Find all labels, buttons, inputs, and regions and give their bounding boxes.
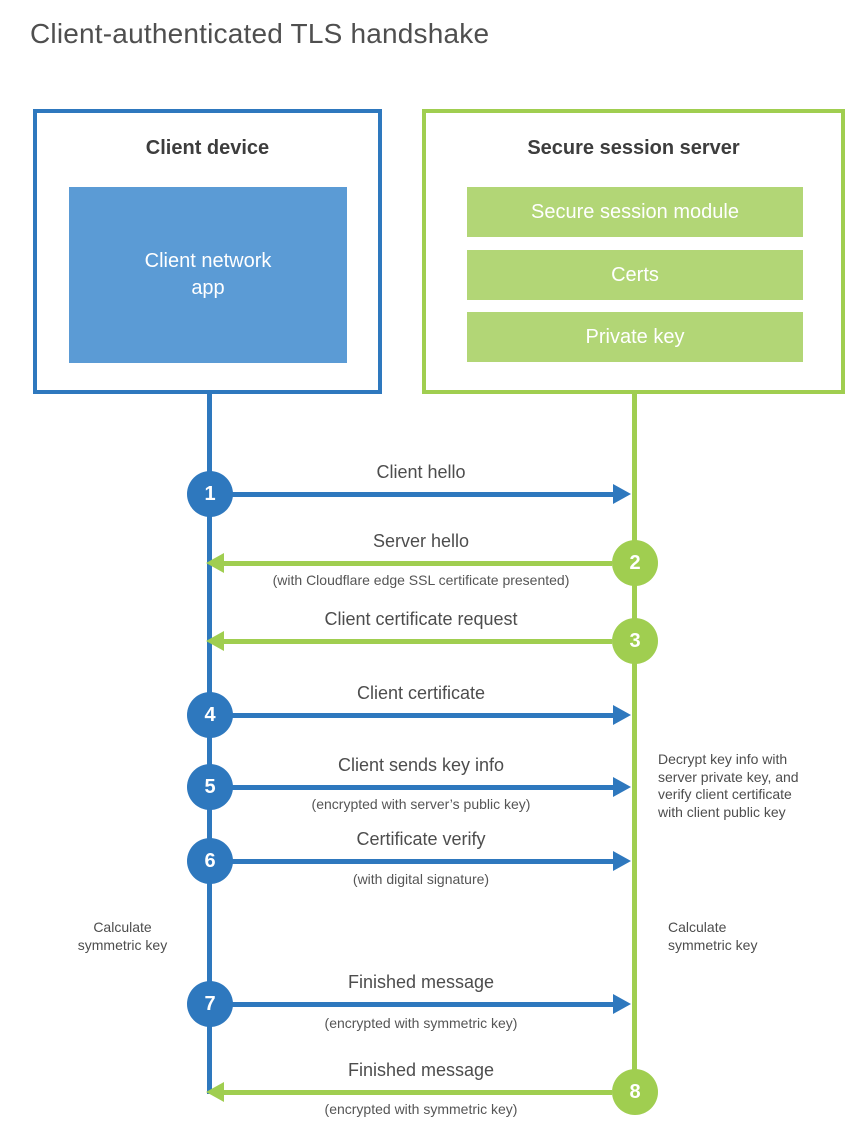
calculate-symmetric-key-note-left: Calculate symmetric key: [77, 919, 168, 953]
client-network-app-label: Client network app: [144, 250, 272, 299]
client-device-title: Client device: [145, 137, 270, 159]
arrowhead-right-icon: [613, 994, 631, 1014]
step-circle-3: 3: [612, 618, 658, 664]
private-key-bar: Private key: [467, 312, 803, 362]
step-circle-5: 5: [187, 764, 233, 810]
secure-session-server-box: Secure session server Secure session mod…: [422, 109, 845, 394]
message-1-arrow-line: [232, 492, 613, 497]
step-circle-2: 2: [612, 540, 658, 586]
client-network-app-box: Client network app: [69, 187, 347, 363]
message-7-sublabel: (encrypted with symmetric key): [324, 1015, 518, 1031]
secure-session-module-label: Secure session module: [531, 200, 739, 223]
message-7-label: Finished message: [347, 972, 495, 992]
message-8-label: Finished message: [347, 1060, 495, 1080]
message-2-sublabel: (with Cloudflare edge SSL certificate pr…: [272, 572, 570, 588]
step-circle-1: 1: [187, 471, 233, 517]
message-4-label: Client certificate: [356, 683, 486, 703]
arrowhead-left-icon: [206, 1082, 224, 1102]
certs-bar: Certs: [467, 250, 803, 300]
message-8-sublabel: (encrypted with symmetric key): [324, 1101, 518, 1117]
arrowhead-right-icon: [613, 851, 631, 871]
step-circle-6: 6: [187, 838, 233, 884]
message-4-arrow-line: [232, 713, 613, 718]
message-1-label: Client hello: [376, 462, 466, 482]
decrypt-note: Decrypt key info with server private key…: [658, 751, 799, 820]
arrowhead-right-icon: [613, 484, 631, 504]
client-lifeline: [207, 392, 212, 1094]
message-7-arrow-line: [232, 1002, 613, 1007]
message-6-label: Certificate verify: [356, 829, 486, 849]
message-2-arrow-line: [224, 561, 612, 566]
arrowhead-left-icon: [206, 553, 224, 573]
private-key-label: Private key: [585, 325, 685, 348]
server-lifeline: [632, 392, 637, 1094]
message-5-label: Client sends key info: [337, 755, 505, 775]
message-3-label: Client certificate request: [324, 609, 518, 629]
arrowhead-right-icon: [613, 705, 631, 725]
calculate-symmetric-key-note-right: Calculate symmetric key: [668, 919, 758, 953]
message-6-sublabel: (with digital signature): [352, 871, 490, 887]
message-5-arrow-line: [232, 785, 613, 790]
message-2-label: Server hello: [372, 531, 470, 551]
message-8-arrow-line: [224, 1090, 612, 1095]
arrowhead-left-icon: [206, 631, 224, 651]
message-6-arrow-line: [232, 859, 613, 864]
arrowhead-right-icon: [613, 777, 631, 797]
secure-session-server-title: Secure session server: [527, 137, 740, 159]
message-5-sublabel: (encrypted with server’s public key): [311, 796, 531, 812]
page-title: Client-authenticated TLS handshake: [30, 18, 490, 49]
certs-label: Certs: [611, 263, 659, 286]
secure-session-module-bar: Secure session module: [467, 187, 803, 237]
step-circle-4: 4: [187, 692, 233, 738]
step-circle-8: 8: [612, 1069, 658, 1115]
step-circle-7: 7: [187, 981, 233, 1027]
client-device-box: Client device Client network app: [33, 109, 382, 394]
message-3-arrow-line: [224, 639, 612, 644]
